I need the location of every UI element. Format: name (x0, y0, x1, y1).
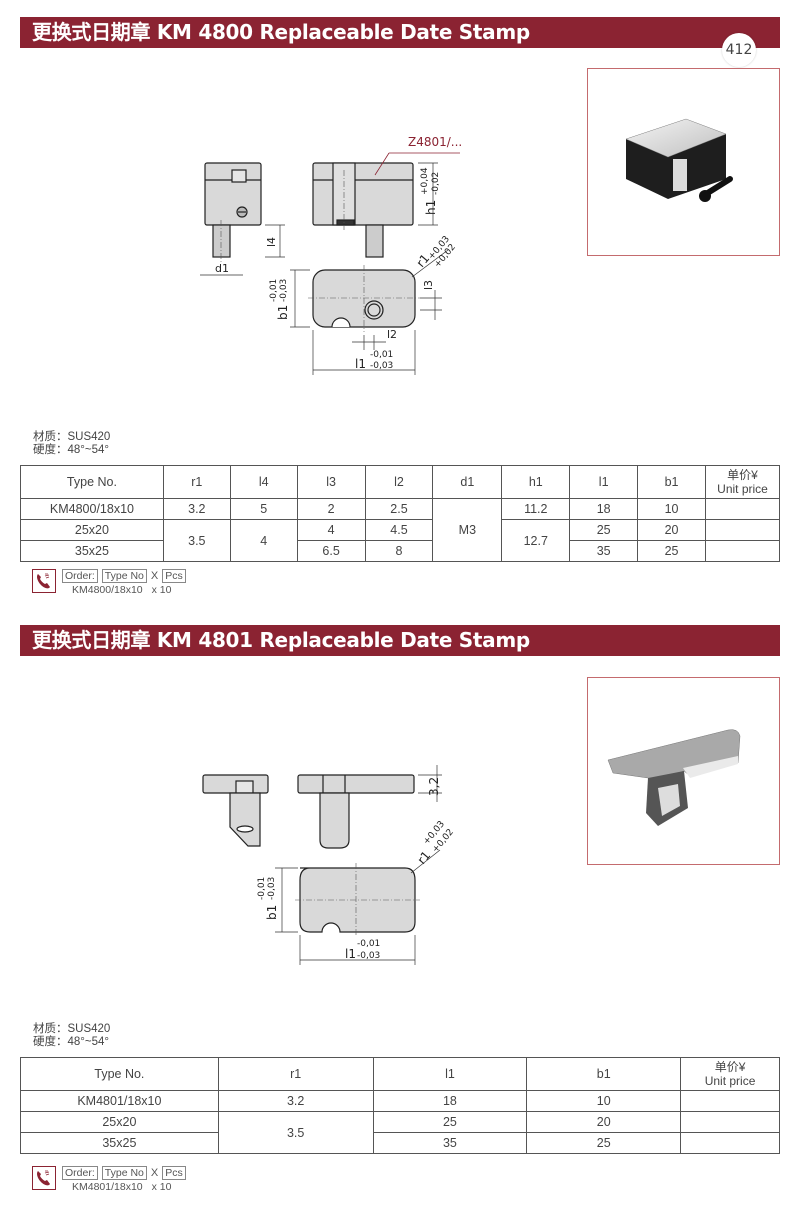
table-row: KM4801/18x10 3.2 18 10 (20, 1090, 780, 1112)
svg-text:h1: h1 (424, 200, 438, 215)
header-type-no: Type No. (20, 465, 164, 499)
section-title-km4801: 更换式日期章 KM 4801 Replaceable Date Stamp (20, 625, 780, 656)
hardness-text: 硬度：48°~54° (33, 444, 109, 456)
header-l3: l3 (296, 465, 366, 499)
svg-text:l1: l1 (345, 947, 356, 961)
svg-text:-0,01: -0,01 (357, 939, 380, 949)
table-row: KM4800/18x10 3.2 5 2 2.5 M3 11.2 18 10 (20, 498, 780, 562)
price-cell (680, 1111, 780, 1133)
svg-text:d1: d1 (215, 262, 229, 275)
header-r1: r1 (162, 465, 231, 499)
example-type: KM4800/18x10 (72, 584, 143, 596)
price-cell (680, 1132, 780, 1154)
header-l4: l4 (229, 465, 298, 499)
svg-text:-0,03: -0,03 (267, 877, 277, 900)
svg-text:-0,01: -0,01 (257, 877, 267, 900)
material-text: 材质：SUS420 (33, 431, 111, 443)
header-h1: h1 (501, 465, 571, 499)
times-sign: X (150, 1167, 159, 1179)
spec-table-km4801: Type No. r1 l1 b1 单价¥ Unit price KM4801/… (20, 1057, 780, 1154)
type-no-label: Type No (101, 1166, 147, 1180)
material-info-km4800: 材质：SUS420 硬度：48°~54° (33, 431, 110, 457)
price-cell (705, 540, 780, 562)
technical-drawing-km4800: Z4801/... d1 l4 h1 +0,04 -0,02 r1 +0,03 … (200, 135, 462, 375)
header-d1: d1 (432, 465, 503, 499)
header-l1: l1 (569, 465, 639, 499)
page-number-badge: 412 (722, 33, 756, 67)
svg-text:l2: l2 (387, 328, 397, 341)
pcs-label: Pcs (162, 569, 186, 583)
header-type-no: Type No. (20, 1057, 219, 1091)
table-header-row: Type No. r1 l1 b1 单价¥ Unit price (20, 1057, 780, 1091)
svg-text:-0,01: -0,01 (370, 350, 393, 360)
header-l2: l2 (364, 465, 434, 499)
pcs-label: Pcs (162, 1166, 186, 1180)
material-text: 材质：SUS420 (33, 1023, 111, 1035)
header-l1: l1 (372, 1057, 528, 1091)
product-photo-km4801 (587, 677, 780, 865)
callout-label: Z4801/... (408, 135, 462, 149)
table-header-row: Type No. r1 l4 l3 l2 d1 h1 l1 b1 单价¥ Uni… (20, 465, 780, 499)
table-row: 35x25 6.5 8 35 25 (20, 540, 780, 562)
svg-text:-0,03: -0,03 (279, 279, 289, 302)
date-stamp-image (625, 118, 733, 202)
svg-text:-0,03: -0,03 (357, 951, 380, 961)
header-b1: b1 (637, 465, 706, 499)
svg-text:-0,01: -0,01 (269, 279, 279, 302)
example-qty: x 10 (151, 584, 172, 596)
header-unit-price: 单价¥ Unit price (680, 1057, 780, 1091)
section-title-km4800: 更换式日期章 KM 4800 Replaceable Date Stamp 41… (20, 17, 780, 67)
phone-icon (32, 569, 56, 593)
table-row: 25x20 3.5 4 4 4.5 12.7 25 20 (20, 519, 780, 562)
svg-text:b1: b1 (265, 905, 279, 920)
phone-icon (32, 1166, 56, 1190)
section-title-text: 更换式日期章 KM 4800 Replaceable Date Stamp (32, 20, 530, 44)
section-title-text: 更换式日期章 KM 4801 Replaceable Date Stamp (32, 628, 530, 652)
svg-text:r1: r1 (415, 848, 434, 867)
price-cell (680, 1090, 780, 1112)
type-no-label: Type No (101, 569, 147, 583)
svg-text:-0,03: -0,03 (370, 361, 393, 371)
header-b1: b1 (526, 1057, 682, 1091)
table-row: 25x20 3.5 25 20 (20, 1111, 780, 1154)
product-photo-km4800 (587, 68, 780, 256)
order-label: Order: (62, 569, 98, 583)
svg-text:b1: b1 (276, 305, 290, 320)
technical-drawing-km4801: 3,2 r1 +0,03 +0,02 b1 -0,01 -0,03 l1 -0,… (202, 765, 456, 965)
table-row: 35x25 35 25 (20, 1132, 780, 1154)
date-stamp-insert-image (607, 729, 741, 826)
svg-text:3,2: 3,2 (427, 777, 441, 796)
spec-table-km4800: Type No. r1 l4 l3 l2 d1 h1 l1 b1 单价¥ Uni… (20, 465, 780, 562)
price-cell (705, 498, 780, 520)
header-unit-price: 单价¥ Unit price (705, 465, 780, 499)
svg-text:l4: l4 (265, 237, 278, 247)
svg-text:-0,02: -0,02 (431, 172, 441, 195)
header-r1: r1 (217, 1057, 374, 1091)
hardness-text: 硬度：48°~54° (33, 1036, 109, 1048)
example-type: KM4801/18x10 (72, 1181, 143, 1193)
svg-text:+0,04: +0,04 (420, 167, 430, 195)
example-qty: x 10 (151, 1181, 172, 1193)
svg-text:l3: l3 (422, 280, 435, 290)
svg-text:l1: l1 (355, 357, 366, 371)
order-label: Order: (62, 1166, 98, 1180)
times-sign: X (150, 570, 159, 582)
price-cell (705, 519, 780, 541)
material-info-km4801: 材质：SUS420 硬度：48°~54° (33, 1023, 110, 1049)
